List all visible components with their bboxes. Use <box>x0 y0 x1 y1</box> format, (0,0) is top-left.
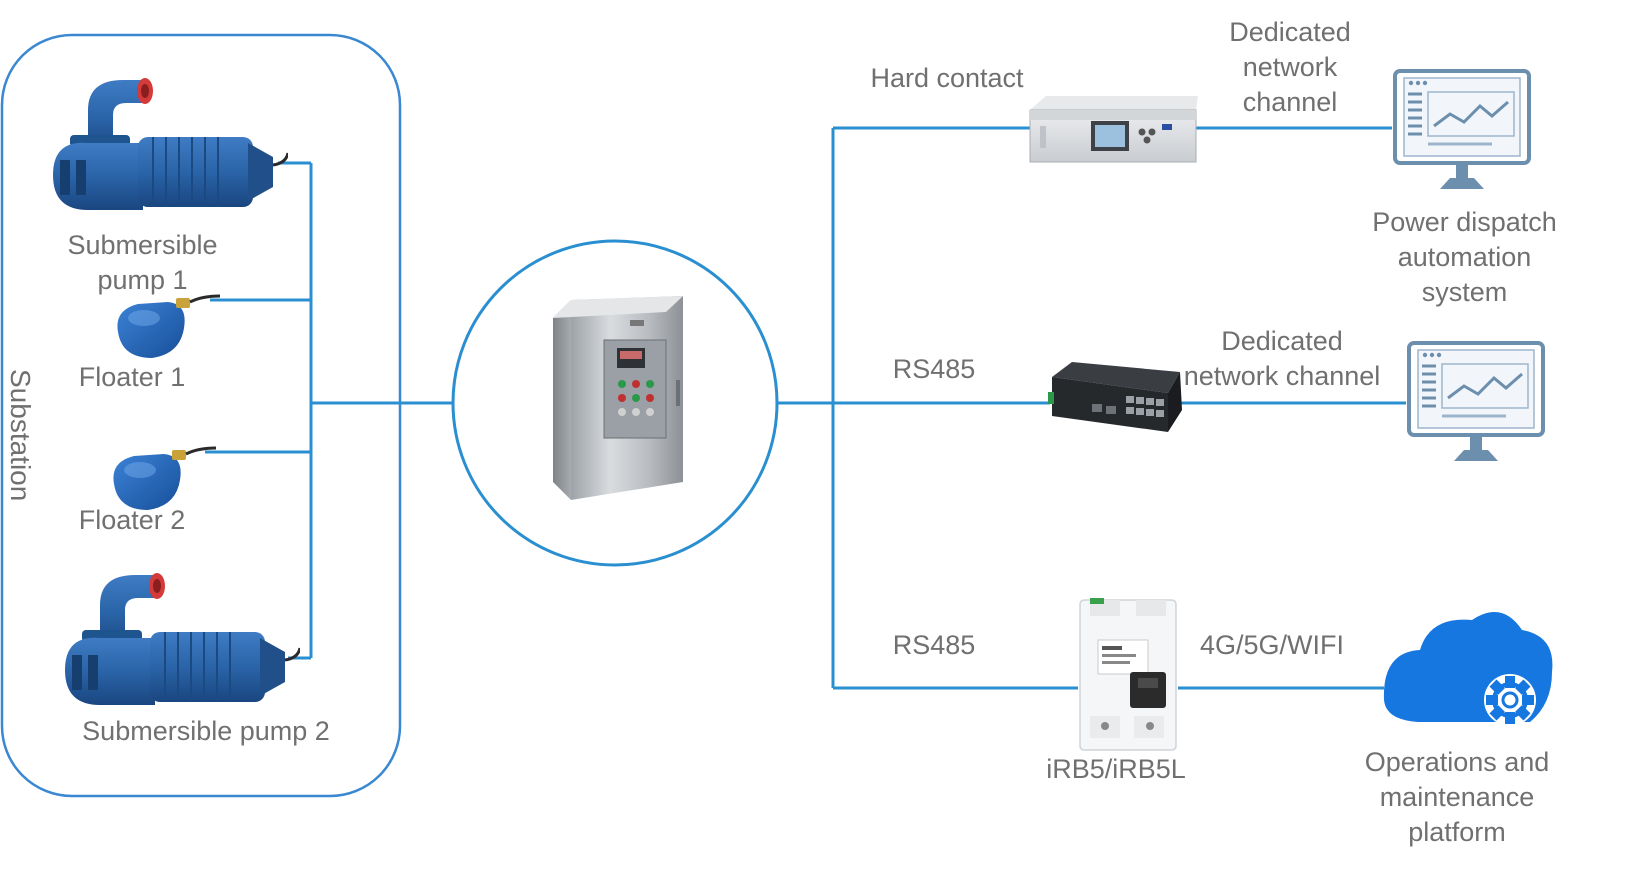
submersible-pump-icon <box>63 571 300 707</box>
substation-frame <box>0 33 402 798</box>
label-dedicated-mid-line1: Dedicated <box>1221 326 1343 356</box>
label-pump1-line2: pump 1 <box>97 265 188 295</box>
label-dedicated-mid: Dedicated network channel <box>1174 324 1390 394</box>
label-hard-contact: Hard contact <box>870 63 1024 93</box>
cloud-gear-icon <box>1383 612 1553 726</box>
label-ops: Operations and maintenance platform <box>1352 745 1562 850</box>
label-dispatch-line2: automation <box>1397 242 1532 272</box>
control-cabinet-icon <box>553 296 683 500</box>
label-pump1-line1: Submersible <box>67 230 218 260</box>
circuit-breaker-icon <box>1079 598 1177 751</box>
label-breaker: iRB5/iRB5L <box>1046 754 1186 784</box>
label-substation: Substation <box>5 369 36 502</box>
label-pump2: Submersible pump 2 <box>82 716 330 746</box>
label-dedicated-top-line1: Dedicated <box>1229 17 1351 47</box>
label-dedicated-top-line3: channel <box>1242 87 1338 117</box>
label-dispatch: Power dispatch automation system <box>1362 205 1567 310</box>
label-dedicated-top-line2: network <box>1242 52 1338 82</box>
label-rs485-top: RS485 <box>892 354 976 384</box>
label-floater2: Floater 2 <box>78 505 186 535</box>
submersible-pump-icon <box>51 76 288 212</box>
label-ops-line2: maintenance <box>1379 782 1535 812</box>
label-ops-line3: platform <box>1408 817 1506 847</box>
label-pump1: Submersible pump 1 <box>45 228 240 298</box>
float-switch-icon <box>115 294 220 360</box>
monitor-chart-icon <box>1393 69 1531 191</box>
label-dispatch-line1: Power dispatch <box>1372 207 1557 237</box>
monitor-chart-icon <box>1407 341 1545 463</box>
label-floater1: Floater 1 <box>78 362 186 392</box>
protection-device-icon <box>1029 96 1198 163</box>
connection-lines <box>205 126 1406 690</box>
label-rs485-bottom: RS485 <box>892 630 976 660</box>
label-ops-line1: Operations and <box>1364 747 1550 777</box>
label-wireless: 4G/5G/WIFI <box>1199 630 1345 660</box>
float-switch-icon <box>111 446 216 512</box>
network-switch-icon <box>1048 362 1182 432</box>
label-dedicated-top: Dedicated network channel <box>1210 15 1370 120</box>
label-dedicated-mid-line2: network channel <box>1183 361 1381 391</box>
label-dispatch-line3: system <box>1421 277 1508 307</box>
